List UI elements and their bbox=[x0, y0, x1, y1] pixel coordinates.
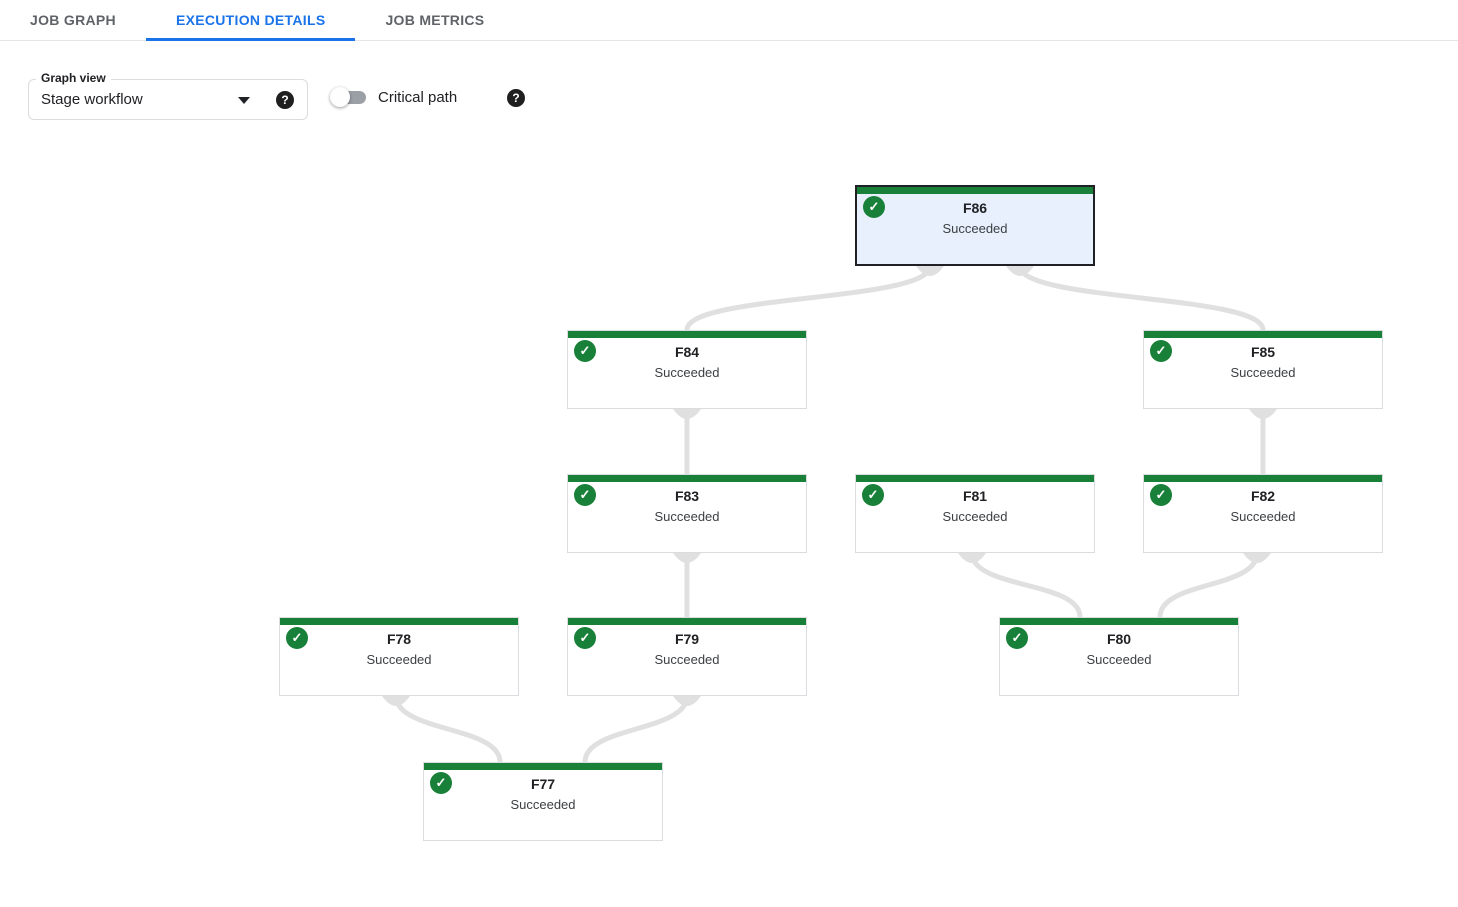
edge-F86-F85 bbox=[1017, 265, 1266, 331]
edge-flare-F79 bbox=[673, 696, 701, 706]
node-id: F78 bbox=[386, 631, 412, 647]
node-status-bar bbox=[857, 187, 1093, 194]
node-id: F85 bbox=[1250, 344, 1276, 360]
succeeded-check-icon: ✓ bbox=[1150, 340, 1172, 362]
succeeded-check-icon: ✓ bbox=[862, 484, 884, 506]
toggle-thumb bbox=[330, 87, 350, 107]
succeeded-check-icon: ✓ bbox=[430, 772, 452, 794]
node-status: Succeeded bbox=[942, 221, 1008, 236]
edge-F81-F80 bbox=[969, 552, 1083, 618]
edge-flare-F78 bbox=[382, 696, 410, 706]
graph-edges bbox=[382, 265, 1277, 763]
succeeded-check-icon: ✓ bbox=[1006, 627, 1028, 649]
dropdown-arrow-icon bbox=[238, 97, 250, 104]
graph-view-help-icon[interactable]: ? bbox=[276, 91, 294, 109]
edge-F78-F77 bbox=[393, 695, 503, 763]
node-status: Succeeded bbox=[654, 365, 720, 380]
tab-job-graph[interactable]: JOB GRAPH bbox=[30, 12, 116, 28]
succeeded-check-icon: ✓ bbox=[286, 627, 308, 649]
node-status: Succeeded bbox=[1230, 509, 1296, 524]
node-id: F82 bbox=[1250, 488, 1276, 504]
node-status-bar bbox=[856, 475, 1094, 482]
edge-flare-F86 bbox=[1006, 266, 1034, 276]
succeeded-check-icon: ✓ bbox=[863, 196, 885, 218]
critical-path-toggle[interactable] bbox=[330, 87, 370, 107]
edge-flare-F85 bbox=[1249, 409, 1277, 419]
succeeded-check-icon: ✓ bbox=[574, 340, 596, 362]
edge-flare-F81 bbox=[958, 553, 986, 563]
critical-path-label: Critical path bbox=[378, 89, 458, 106]
node-status-bar bbox=[280, 618, 518, 625]
node-status: Succeeded bbox=[1086, 652, 1152, 667]
edge-flare-F83 bbox=[673, 553, 701, 563]
graph-view-field-label: Graph view bbox=[36, 71, 111, 85]
node-status: Succeeded bbox=[1230, 365, 1296, 380]
node-status: Succeeded bbox=[366, 652, 432, 667]
tab-job-metrics[interactable]: JOB METRICS bbox=[385, 12, 485, 28]
node-status-bar bbox=[1144, 475, 1382, 482]
succeeded-check-icon: ✓ bbox=[574, 484, 596, 506]
node-id: F84 bbox=[674, 344, 700, 360]
succeeded-check-icon: ✓ bbox=[574, 627, 596, 649]
node-id: F81 bbox=[962, 488, 988, 504]
critical-path-help-icon[interactable]: ? bbox=[507, 89, 525, 107]
node-status-bar bbox=[1000, 618, 1238, 625]
node-status: Succeeded bbox=[654, 509, 720, 524]
edge-F79-F77 bbox=[582, 695, 690, 763]
node-id: F83 bbox=[674, 488, 700, 504]
node-id: F86 bbox=[962, 200, 988, 216]
succeeded-check-icon: ✓ bbox=[1150, 484, 1172, 506]
edge-flare-F86 bbox=[916, 266, 944, 276]
tab-bar: JOB GRAPH EXECUTION DETAILS JOB METRICS bbox=[0, 0, 1458, 41]
tab-execution-details[interactable]: EXECUTION DETAILS bbox=[145, 0, 356, 41]
edge-F86-F84 bbox=[684, 265, 933, 331]
edge-flare-F82 bbox=[1243, 553, 1271, 563]
edge-flare-F84 bbox=[673, 409, 701, 419]
node-status-bar bbox=[424, 763, 662, 770]
node-status-bar bbox=[568, 331, 806, 338]
node-status-bar bbox=[1144, 331, 1382, 338]
node-status: Succeeded bbox=[942, 509, 1008, 524]
node-status: Succeeded bbox=[654, 652, 720, 667]
node-status-bar bbox=[568, 475, 806, 482]
node-status-bar bbox=[568, 618, 806, 625]
node-status: Succeeded bbox=[510, 797, 576, 812]
node-id: F79 bbox=[674, 631, 700, 647]
graph-view-select[interactable]: Graph view Stage workflow ? bbox=[28, 71, 308, 120]
node-id: F77 bbox=[530, 776, 556, 792]
edge-F82-F80 bbox=[1157, 552, 1260, 618]
node-id: F80 bbox=[1106, 631, 1132, 647]
graph-view-selected-value: Stage workflow bbox=[41, 91, 143, 108]
